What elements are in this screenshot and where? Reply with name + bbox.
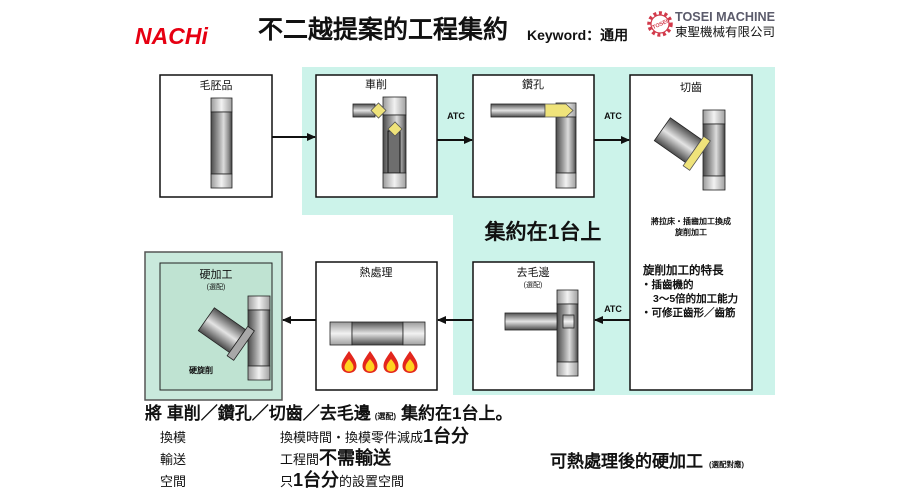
workpiece [329,321,426,346]
option-tag: (選配) [207,282,226,291]
nachi-logo: NACHi [135,23,208,49]
tosei-gear-icon: TOSEI [647,11,673,37]
feature-item: 3～5倍的加工能力 [653,292,738,305]
keyword-label: Keyword：通用 [527,27,628,43]
atc-label: ATC [447,111,465,121]
skiving-tool [653,117,711,171]
step-label: 熱處理 [360,265,393,279]
summary-option: (選配) [375,411,397,421]
step-deburring: 去毛邊 (選配) [472,261,595,391]
benefit-text-plain: 工程間 [280,452,319,467]
workpiece [556,289,579,377]
benefit-text: 只1台分的設置空間 [280,469,404,490]
header: NACHi 不二越提案的工程集約 Keyword：通用 TOSEI TOSEI … [135,9,775,49]
benefit-label: 換模 [160,430,186,445]
step-label: 鑽孔 [522,77,544,91]
step-label: 車削 [365,77,387,91]
gear-cutting-note: 旋削加工 [674,227,707,237]
benefit-text: 換模時間・換模零件減成1台分 [280,425,469,446]
summary-line: 將 車削／鑽孔／切齒／去毛邊(選配)集約在1台上。 [145,403,513,423]
benefit-row-changeover: 換模 換模時間・換模零件減成1台分 [160,425,469,446]
benefit-label: 輸送 [160,452,186,467]
tosei-logo-name: TOSEI MACHINE [675,9,775,24]
features-title: 旋削加工的特長 [642,263,724,277]
step-box [315,74,438,198]
feature-item: ・插齒機的 [641,278,694,291]
hard-machining-note: 可熱處理後的硬加工 (選配對應) [550,451,744,471]
benefit-text-emphasis: 不需輸送 [319,447,392,468]
consolidation-label: 集約在1台上 [484,220,602,244]
cutting-insert [387,121,403,137]
benefit-text-plain: 只 [280,474,293,489]
turning-tool [352,102,403,137]
summary-tail: 集約在1台上。 [400,403,512,423]
step-label: 毛胚品 [200,79,233,92]
workpiece [382,96,407,189]
benefit-text: 工程間不需輸送 [280,447,392,468]
hard-machining-method: 硬旋削 [189,365,213,375]
cutting-insert [370,102,387,119]
benefit-text-emphasis: 1台分 [423,425,469,446]
step-heat-treatment: 熱處理 [315,261,438,391]
deburring-tool [504,312,575,331]
benefit-text-plain: 的設置空間 [339,474,404,489]
atc-label: ATC [604,111,622,121]
hard-note-option: (選配對應) [709,459,744,469]
page-title: 不二越提案的工程集約 [258,15,508,44]
step-label: 去毛邊 [517,265,550,279]
benefit-row-transport: 輸送 工程間不需輸送 [160,447,392,468]
step-gear-cutting: 切齒 將拉床・插齒加工換成 旋削加工 旋削加工的特長 ・插齒機的 3～5倍的加工… [629,74,753,391]
workpiece [210,97,233,189]
tosei-logo-company: 東聖機械有限公司 [675,24,775,39]
workpiece [247,295,271,381]
drill-tool [490,103,574,118]
option-tag: (選配) [524,280,543,289]
step-label: 切齒 [680,81,702,94]
benefit-row-space: 空間 只1台分的設置空間 [160,469,404,490]
step-turning: 車削 [315,74,438,198]
atc-label: ATC [604,304,622,314]
hard-turning-tool [197,307,255,361]
benefit-text-emphasis: 1台分 [293,469,339,490]
workpiece [702,109,726,191]
step-blank: 毛胚品 [159,74,273,198]
step-drilling: 鑽孔 [472,74,595,198]
drill-tip [544,103,574,118]
gear-cutting-note: 將拉床・插齒加工換成 [651,216,731,226]
benefit-label: 空間 [160,474,186,489]
step-box [629,74,753,391]
step-hard-machining: 硬加工 (選配) 硬旋削 [144,251,283,401]
feature-item: ・可修正齒形／齒筋 [641,306,736,319]
summary-lead: 將 車削／鑽孔／切齒／去毛邊 [145,403,372,423]
benefit-text-plain: 換模時間・換模零件減成 [280,430,423,445]
hard-note-text: 可熱處理後的硬加工 [550,451,703,471]
step-label: 硬加工 [200,268,233,281]
